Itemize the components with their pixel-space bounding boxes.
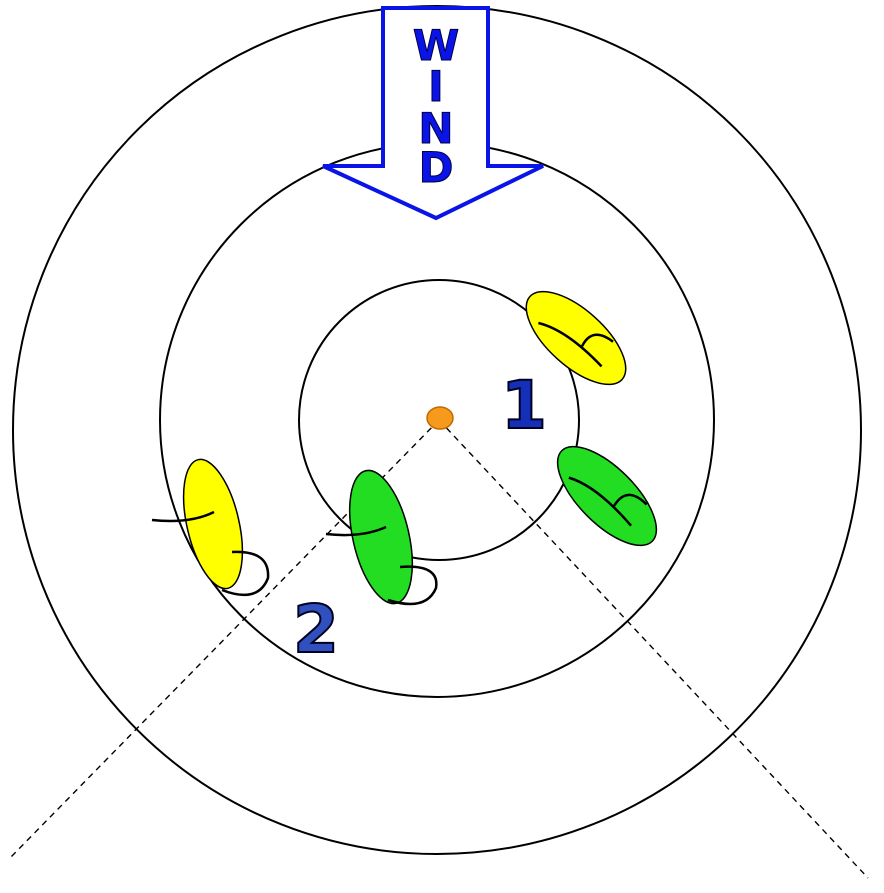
layline-right — [438, 419, 869, 879]
wind-letter-d: D — [419, 143, 454, 192]
inner-zone-circle — [298, 279, 580, 561]
boat-yellow-position-2 — [182, 458, 244, 590]
wind-arrow-icon: W I N D — [322, 6, 544, 221]
wind-letter-n: N — [418, 104, 453, 153]
boat-green-position-2 — [348, 469, 414, 605]
boom-green-position-2 — [325, 525, 387, 537]
boat-yellow-position-1 — [525, 290, 627, 386]
boat-green-position-1 — [556, 445, 658, 547]
sail-yellow-position-2 — [221, 550, 270, 597]
wind-letter-i: I — [428, 62, 444, 111]
sail-green-position-2 — [387, 565, 438, 606]
position-label-2: 2 — [293, 591, 339, 668]
position-label-1: 1 — [501, 367, 547, 444]
wind-letter-w: W — [413, 21, 459, 70]
mark-buoy — [426, 406, 454, 430]
boom-yellow-position-2 — [151, 510, 215, 523]
